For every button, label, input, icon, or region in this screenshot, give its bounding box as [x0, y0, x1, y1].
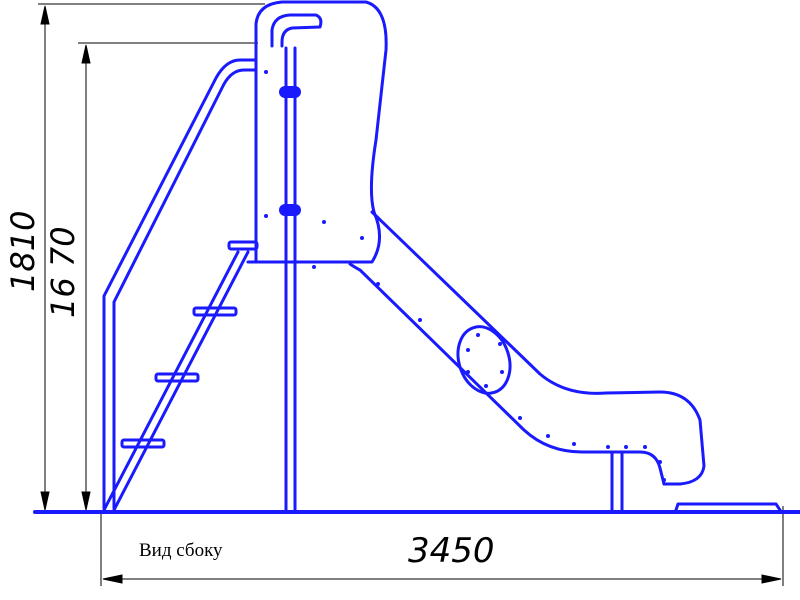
rivet-chute-2	[418, 318, 422, 322]
arrowhead-3450-right	[761, 574, 782, 584]
bolts	[264, 70, 666, 482]
rivet-chute-1	[376, 282, 380, 286]
dimension-label-1670: 16 70	[44, 226, 82, 318]
rivet-panel-2	[264, 214, 268, 218]
arrowhead-1810-top	[40, 5, 50, 25]
rivet-chute-6	[572, 442, 576, 446]
rivet-panel-1	[264, 70, 268, 74]
rivet-porthole-2	[498, 342, 502, 346]
slide-chute-bottom-edge	[348, 262, 666, 486]
rivet-chute-4	[518, 416, 522, 420]
ladder-step-2	[154, 372, 200, 383]
chute-porthole	[456, 325, 512, 395]
rivet-panel-3	[322, 220, 326, 224]
arrowhead-3450-left	[102, 574, 123, 584]
rivet-porthole-1	[476, 333, 480, 337]
rivet-chute-7	[606, 445, 610, 449]
rivet-porthole-3	[500, 370, 504, 374]
rivet-chute-5	[546, 434, 550, 438]
rivet-chute-9	[643, 445, 647, 449]
ladder-step-1	[120, 438, 166, 449]
handrail-outer	[102, 58, 258, 510]
dimension-label-1810: 1810	[4, 211, 42, 292]
dimension-label-3450: 3450	[408, 531, 495, 571]
arrowhead-1810-bottom	[40, 491, 50, 511]
rivet-chute-11	[662, 478, 666, 482]
bolt-panel-lower	[279, 204, 301, 216]
ladder-step-3	[192, 306, 238, 317]
view-caption: Вид сбоку	[139, 540, 223, 561]
panel-handle-slot	[270, 13, 323, 48]
rivet-porthole-5	[466, 348, 470, 352]
rivet-platform	[312, 265, 316, 269]
exit-foot-pad	[674, 502, 782, 512]
ladder-step-top	[227, 240, 259, 251]
arrowhead-1670-top	[81, 44, 91, 64]
tower-side-panel	[254, 0, 388, 264]
rivet-porthole-4	[484, 384, 488, 388]
rivet-panel-4	[360, 236, 364, 240]
arrowhead-1670-bottom	[81, 491, 91, 511]
rivet-chute-3	[466, 370, 470, 374]
handrail-inner	[112, 68, 258, 510]
slide-structure	[33, 0, 800, 514]
bolt-panel-upper	[279, 86, 301, 98]
slide-chute-top-edge	[370, 210, 706, 486]
rivet-chute-10	[658, 460, 662, 464]
rivet-chute-8	[624, 445, 628, 449]
dimension-lines	[38, 3, 784, 586]
